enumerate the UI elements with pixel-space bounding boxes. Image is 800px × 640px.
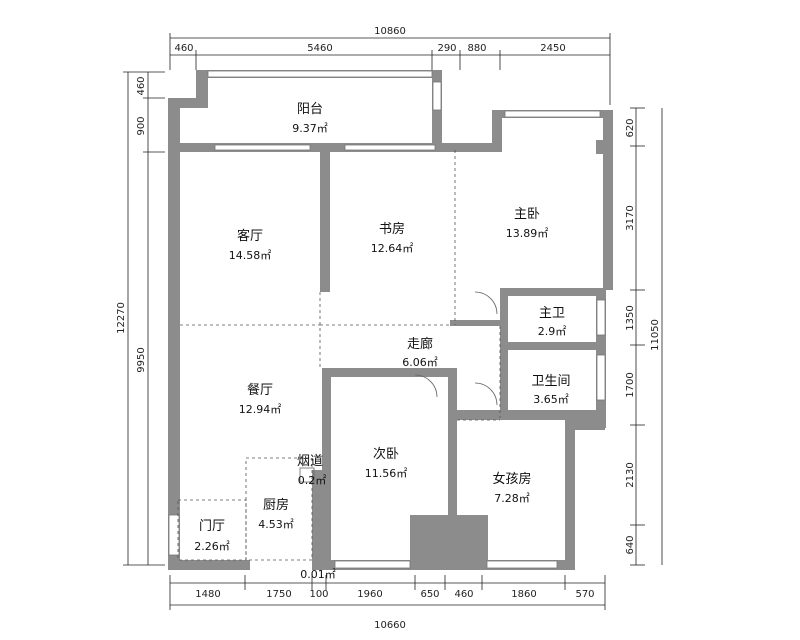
room-balcony-area: 9.37㎡ [292, 122, 328, 135]
room-corridor-area: 6.06㎡ [402, 356, 438, 369]
top-dim-1: 460 [174, 43, 193, 54]
room-labels: 阳台 9.37㎡ 客厅 14.58㎡ 书房 12.64㎡ 主卧 13.89㎡ 主… [194, 102, 570, 581]
room-foyer-area: 2.26㎡ [194, 540, 230, 553]
room-master-area: 13.89㎡ [506, 227, 549, 240]
room-second-area: 11.56㎡ [365, 467, 408, 480]
room-balcony-name: 阳台 [297, 102, 323, 117]
bottom-dim-3: 100 [309, 589, 328, 600]
room-study-area: 12.64㎡ [371, 242, 414, 255]
room-kitchen-area: 4.53㎡ [258, 518, 294, 531]
right-dim-6: 640 [625, 535, 636, 554]
right-dim-5: 2130 [625, 462, 636, 487]
left-inner-dim: 9950 [136, 347, 147, 372]
room-dining-name: 餐厅 [247, 382, 273, 398]
room-dining-area: 12.94㎡ [239, 403, 282, 416]
room-kitchen-name: 厨房 [263, 497, 289, 513]
left-total-dim: 12270 [116, 302, 127, 334]
bottom-dim-4: 1960 [357, 589, 382, 600]
right-dim-1: 620 [625, 118, 636, 137]
room-small-area: 0.01㎡ [300, 568, 336, 581]
bottom-dim-6: 460 [454, 589, 473, 600]
left-dim-1: 460 [136, 76, 147, 95]
room-bathroom-name: 卫生间 [531, 374, 570, 389]
room-master-bath-area: 2.9㎡ [538, 325, 567, 338]
room-master-bath-name: 主卫 [539, 306, 565, 321]
top-dim-5: 2450 [540, 43, 565, 54]
room-master-name: 主卧 [514, 207, 540, 222]
top-dim-4: 880 [467, 43, 486, 54]
room-girls-name: 女孩房 [492, 471, 531, 487]
bottom-dim-5: 650 [420, 589, 439, 600]
bottom-dim-2: 1750 [266, 589, 291, 600]
right-total-dim: 11050 [650, 319, 661, 351]
room-bathroom-area: 3.65㎡ [533, 393, 569, 406]
top-total-dim: 10860 [374, 26, 406, 37]
top-dim-3: 290 [437, 43, 456, 54]
room-living-area: 14.58㎡ [229, 249, 272, 262]
left-dim-2: 900 [136, 116, 147, 135]
right-dim-2: 3170 [625, 205, 636, 230]
bottom-dim-7: 1860 [511, 589, 536, 600]
bottom-total-dim: 10660 [374, 620, 406, 631]
room-study-name: 书房 [379, 221, 405, 237]
doors [299, 291, 498, 483]
right-dim-3: 1350 [625, 305, 636, 330]
bottom-dim-1: 1480 [195, 589, 220, 600]
bottom-dim-8: 570 [575, 589, 594, 600]
dashed-partitions [177, 150, 501, 561]
top-dim-2: 5460 [307, 43, 332, 54]
right-dim-4: 1700 [625, 372, 636, 397]
room-flue-name: 烟道 [297, 454, 323, 469]
room-corridor-name: 走廊 [407, 336, 433, 352]
room-flue-area: 0.2㎡ [298, 474, 327, 487]
dimension-lines [123, 33, 663, 610]
room-foyer-name: 门厅 [199, 519, 225, 534]
room-living-name: 客厅 [237, 228, 263, 244]
room-girls-area: 7.28㎡ [494, 492, 530, 505]
room-second-name: 次卧 [373, 446, 399, 462]
windows [168, 70, 606, 569]
